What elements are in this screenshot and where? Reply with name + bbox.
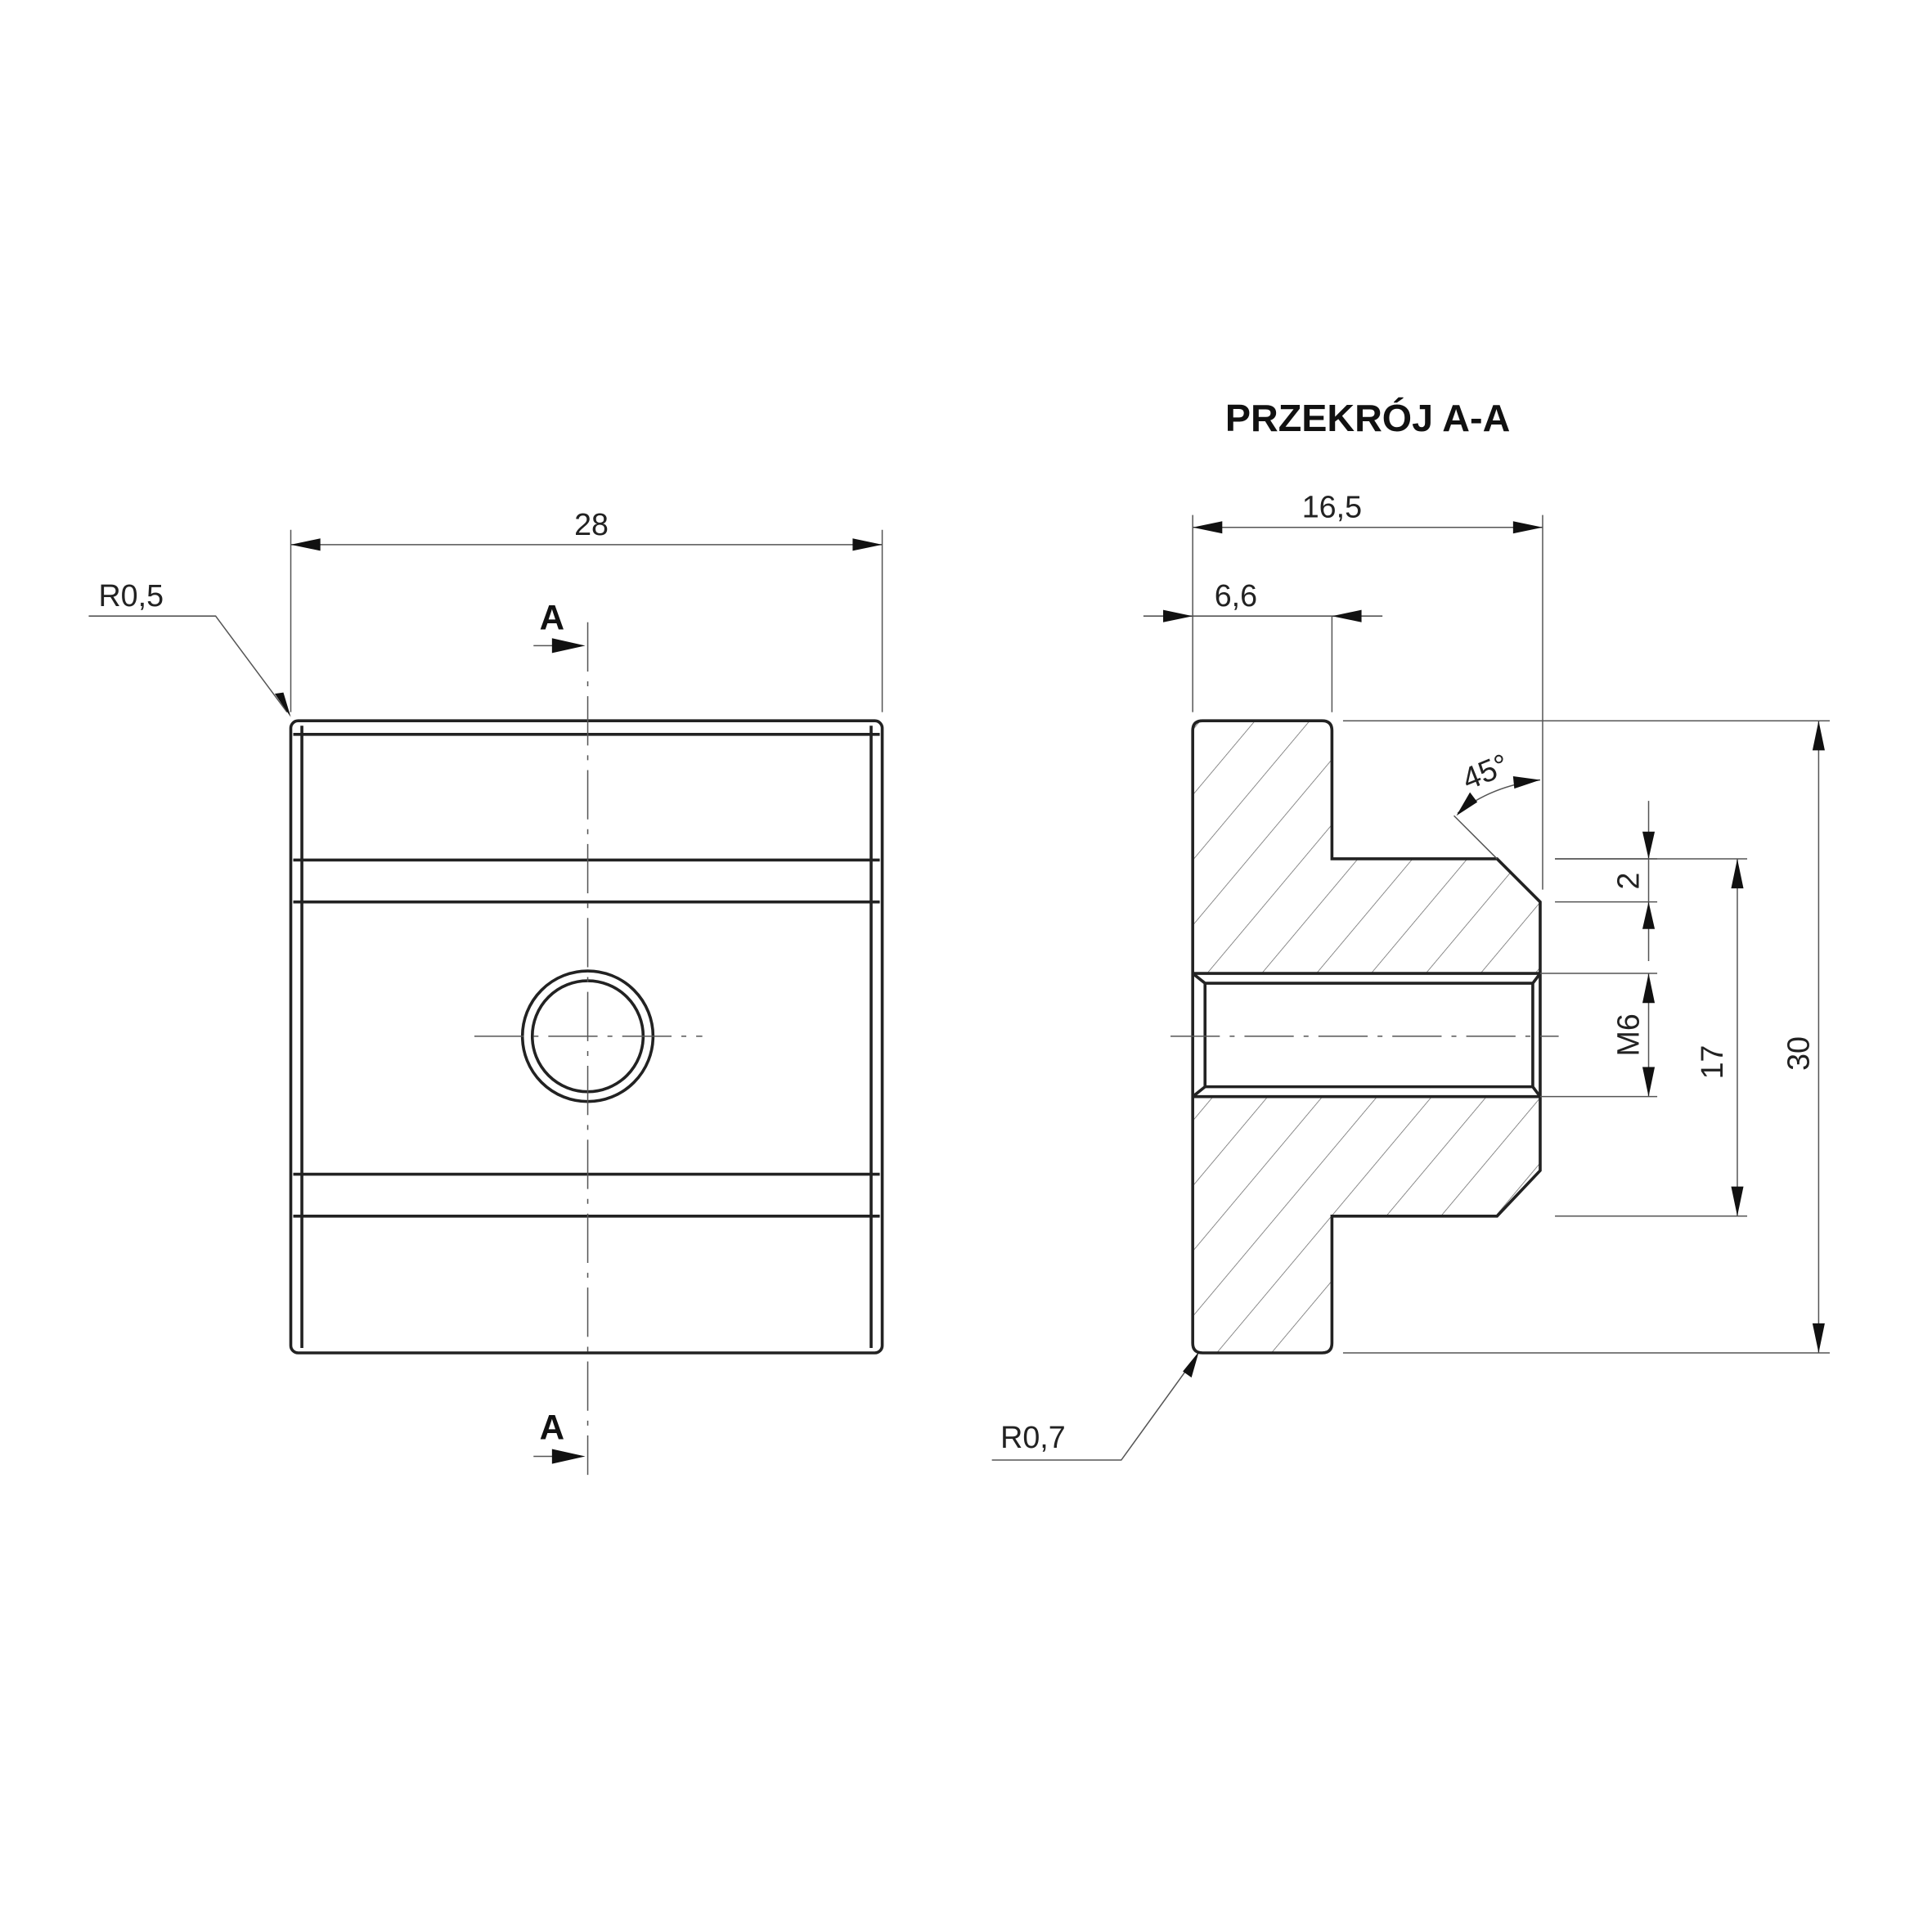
radius-note: R0,5 bbox=[99, 578, 164, 613]
dim-section-width: 16,5 bbox=[1302, 490, 1362, 524]
section-title: PRZEKRÓJ A-A bbox=[1225, 397, 1510, 439]
dim-thread: M6 bbox=[1611, 1013, 1645, 1056]
part-outline bbox=[289, 719, 884, 1355]
section-mark-bottom: A bbox=[540, 1408, 564, 1446]
section-outline bbox=[1191, 719, 1542, 1355]
thread-bore bbox=[1192, 972, 1542, 1099]
dim-neck-height: 17 bbox=[1695, 1045, 1729, 1080]
dim-height: 30 bbox=[1781, 1036, 1815, 1071]
dim-chamfer: 2 bbox=[1611, 873, 1645, 890]
section-arrow-icon bbox=[551, 638, 586, 654]
section-view: PRZEKRÓJ A-A 16,5 6,6 45° bbox=[991, 397, 1830, 1461]
dim-chamfer-angle: 45° bbox=[1458, 747, 1514, 796]
section-arrow-icon bbox=[551, 1449, 586, 1464]
section-mark-top: A bbox=[540, 599, 564, 637]
radius-note-section: R0,7 bbox=[1000, 1420, 1066, 1454]
dim-width: 28 bbox=[574, 507, 609, 541]
dim-flange: 6,6 bbox=[1215, 578, 1257, 613]
front-view: 28 R0,5 A A bbox=[88, 507, 884, 1476]
